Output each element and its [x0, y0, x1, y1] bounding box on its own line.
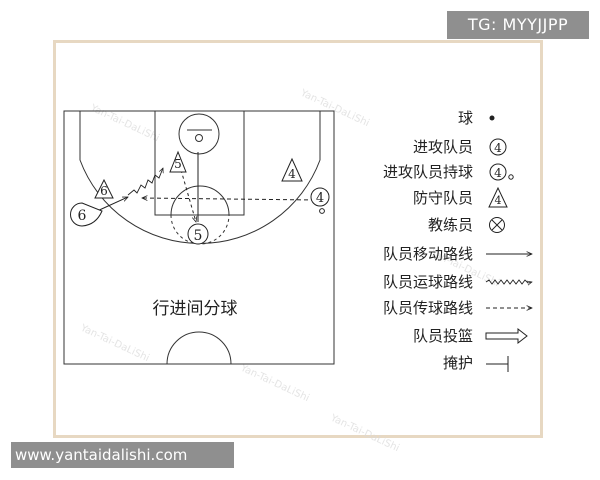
- svg-text:Yan-Tai-DaLiShi: Yan-Tai-DaLiShi: [88, 102, 161, 144]
- legend-symbol-defense-glyph: 4: [495, 194, 502, 207]
- legend-symbol-offense-ball: [489, 163, 507, 181]
- legend-label-ball: 球: [458, 109, 473, 127]
- legend-symbol-offense-glyph: 4: [494, 141, 502, 155]
- restricted-arc-upper: [178, 113, 220, 135]
- player-top-five-label: 5: [174, 157, 182, 171]
- legend-label-pass: 队员传球路线: [383, 299, 473, 317]
- ball-right: [319, 208, 325, 214]
- legend-label-screen: 掩护: [443, 354, 473, 372]
- move-line-left: [94, 196, 128, 213]
- court-caption: 行进间分球: [153, 299, 238, 319]
- svg-text:Yan-Tai-DaLiShi: Yan-Tai-DaLiShi: [78, 322, 151, 364]
- play-lines: [94, 152, 316, 222]
- legend: 球 进攻队员 4 进攻队员持球 4 防守队员 4 教练员 队员移动路线 队员运球…: [383, 109, 532, 372]
- legend-symbol-screen: [486, 356, 509, 372]
- player-top-five-triangle: [169, 150, 187, 173]
- legend-label-offense-ball: 进攻队员持球: [383, 163, 473, 181]
- legend-symbol-coach: [489, 217, 505, 233]
- watermark-url: www.yantaidalishi.com: [11, 442, 234, 468]
- player-left-six-label: 6: [78, 208, 87, 224]
- key-area: [154, 110, 245, 216]
- pass-line-down: [180, 169, 196, 222]
- legend-label-coach: 教练员: [428, 216, 473, 234]
- watermark-tag: TG: MYYJJPP: [447, 11, 589, 39]
- player-bottom-five: [187, 223, 209, 245]
- legend-label-shoot: 队员投篮: [413, 327, 473, 345]
- legend-symbol-offense-ball-dot: [508, 174, 514, 180]
- free-throw-circle-upper: [170, 185, 230, 216]
- legend-symbol-offense: [489, 138, 507, 156]
- legend-label-defense: 防守队员: [413, 189, 473, 207]
- legend-label-dribble: 队员运球路线: [383, 273, 473, 291]
- svg-text:Yan-Tai-DaLiShi: Yan-Tai-DaLiShi: [328, 412, 401, 454]
- center-circle: [166, 331, 232, 365]
- defender-six-label: 6: [100, 184, 108, 198]
- diagram-frame: [53, 40, 543, 438]
- player-left-six-shape: [70, 202, 103, 227]
- legend-symbol-dribble: [485, 279, 532, 284]
- pass-line-long: [142, 198, 316, 200]
- svg-text:Yan-Tai-DaLiShi: Yan-Tai-DaLiShi: [238, 362, 311, 404]
- legend-symbol-offense-ball-glyph: 4: [494, 166, 502, 180]
- player-right-four-label: 4: [316, 191, 324, 206]
- defender-six-triangle: [94, 178, 114, 199]
- restricted-arc: [178, 133, 220, 155]
- hoop: [195, 134, 203, 142]
- legend-label-move: 队员移动路线: [383, 245, 473, 263]
- player-right-four: [310, 187, 330, 207]
- player-bottom-five-label: 5: [194, 228, 203, 244]
- legend-label-offense: 进攻队员: [413, 138, 473, 156]
- legend-symbol-ball: [489, 115, 495, 121]
- legend-symbol-defense: [488, 186, 508, 208]
- defender-four-triangle: [281, 157, 303, 182]
- legend-symbol-shoot: [485, 327, 528, 345]
- players: 5 5 4 4 6 6: [70, 150, 330, 245]
- defender-four-label: 4: [288, 167, 296, 181]
- dribble-path: [127, 168, 163, 196]
- free-throw-circle-lower: [170, 214, 230, 245]
